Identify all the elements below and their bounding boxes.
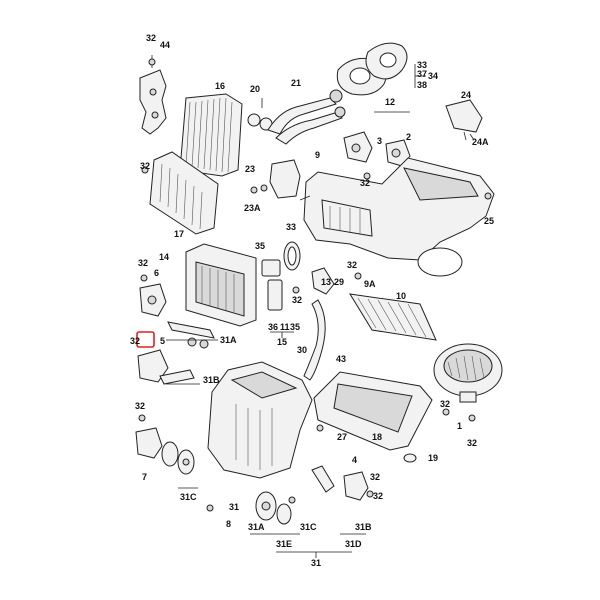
label-32-k: 32 bbox=[370, 472, 380, 482]
label-32-d: 32 bbox=[138, 258, 148, 268]
label-8: 8 bbox=[226, 519, 231, 529]
part-21-pipes bbox=[267, 89, 346, 145]
label-27: 27 bbox=[337, 432, 347, 442]
screw-group bbox=[138, 58, 492, 512]
part-31a-linkage bbox=[167, 321, 215, 349]
part-20-clamp bbox=[247, 113, 273, 131]
label-31d: 31D bbox=[345, 539, 362, 549]
part-1-blower bbox=[433, 343, 503, 403]
label-43: 43 bbox=[336, 354, 346, 364]
part-24-bracket bbox=[445, 99, 483, 141]
part-6-actuator bbox=[139, 283, 167, 317]
label-31-bottom: 31 bbox=[311, 558, 321, 568]
label-35: 35 bbox=[255, 241, 265, 251]
part-31a-wheel bbox=[255, 491, 292, 525]
label-3: 3 bbox=[377, 136, 382, 146]
label-25: 25 bbox=[484, 216, 494, 226]
part-17-heater-core bbox=[149, 151, 219, 235]
label-17: 17 bbox=[174, 229, 184, 239]
part-14-evaporator bbox=[185, 243, 257, 327]
label-24a: 24A bbox=[472, 137, 489, 147]
label-13: 13 bbox=[321, 277, 331, 287]
part-7-actuator bbox=[135, 427, 163, 459]
label-33-b: 33 bbox=[286, 222, 296, 232]
label-34: 34 bbox=[428, 71, 438, 81]
part-2-actuator bbox=[385, 139, 411, 167]
label-9: 9 bbox=[315, 150, 320, 160]
selection-highlight[interactable] bbox=[136, 331, 155, 348]
label-32-j: 32 bbox=[135, 401, 145, 411]
label-2: 2 bbox=[406, 132, 411, 142]
part-31b-linkage bbox=[159, 369, 195, 385]
label-14: 14 bbox=[159, 252, 169, 262]
label-31b: 31B bbox=[203, 375, 220, 385]
label-7: 7 bbox=[142, 472, 147, 482]
label-11: 11 bbox=[280, 322, 290, 332]
label-32-e: 32 bbox=[347, 260, 357, 270]
part-13-connector bbox=[311, 267, 335, 295]
label-31c-b: 31C bbox=[300, 522, 317, 532]
label-30: 30 bbox=[297, 345, 307, 355]
part-4-actuator bbox=[343, 471, 369, 501]
label-12: 12 bbox=[385, 97, 395, 107]
part-31c-wheel bbox=[161, 441, 195, 475]
label-32-f: 32 bbox=[292, 295, 302, 305]
label-32-h: 32 bbox=[440, 399, 450, 409]
label-44: 44 bbox=[160, 40, 170, 50]
label-32-i: 32 bbox=[467, 438, 477, 448]
label-10: 10 bbox=[396, 291, 406, 301]
part-number-labels: 32 44 16 20 21 33 37 38 34 12 24 24A 3 2… bbox=[130, 33, 494, 568]
part-43-filter bbox=[349, 293, 437, 341]
part-44-bracket bbox=[139, 55, 167, 135]
label-23a: 23A bbox=[244, 203, 261, 213]
part-9-upper-housing bbox=[303, 157, 495, 277]
label-31a-b: 31A bbox=[248, 522, 265, 532]
label-15: 15 bbox=[277, 337, 287, 347]
label-21: 21 bbox=[291, 78, 301, 88]
part-33-seal-ring bbox=[283, 241, 301, 271]
label-31: 31 bbox=[229, 502, 239, 512]
label-33: 33 bbox=[417, 60, 427, 70]
label-36: 36 bbox=[268, 322, 278, 332]
label-18: 18 bbox=[372, 432, 382, 442]
part-35-valve bbox=[261, 259, 283, 311]
label-5: 5 bbox=[160, 336, 165, 346]
label-4: 4 bbox=[352, 455, 357, 465]
label-32-l: 32 bbox=[373, 491, 383, 501]
part-8-lower-housing bbox=[207, 361, 313, 479]
label-31a: 31A bbox=[220, 335, 237, 345]
label-38: 38 bbox=[417, 80, 427, 90]
label-23: 23 bbox=[245, 164, 255, 174]
label-32-b: 32 bbox=[140, 161, 150, 171]
label-19: 19 bbox=[428, 453, 438, 463]
label-32: 32 bbox=[146, 33, 156, 43]
label-20: 20 bbox=[250, 84, 260, 94]
label-24: 24 bbox=[461, 90, 471, 100]
part-31d-linkage bbox=[311, 465, 335, 493]
label-35-b: 35 bbox=[290, 322, 300, 332]
part-23-bracket bbox=[260, 159, 301, 199]
part-18-cover bbox=[313, 371, 433, 451]
part-16-filter bbox=[179, 93, 243, 177]
label-29: 29 bbox=[334, 277, 344, 287]
label-31b-b: 31B bbox=[355, 522, 372, 532]
label-31c: 31C bbox=[180, 492, 197, 502]
label-1: 1 bbox=[457, 421, 462, 431]
label-32-g: 32 bbox=[130, 336, 140, 346]
part-3-actuator bbox=[343, 131, 373, 163]
label-31e: 31E bbox=[276, 539, 292, 549]
label-9a: 9A bbox=[364, 279, 376, 289]
label-16: 16 bbox=[215, 81, 225, 91]
part-33-seal bbox=[336, 42, 408, 96]
label-32-c: 32 bbox=[360, 178, 370, 188]
callout-brackets bbox=[166, 64, 467, 558]
label-6: 6 bbox=[154, 268, 159, 278]
label-37: 37 bbox=[417, 69, 427, 79]
part-30-hose bbox=[303, 299, 326, 381]
part-19-grommet bbox=[403, 453, 417, 463]
